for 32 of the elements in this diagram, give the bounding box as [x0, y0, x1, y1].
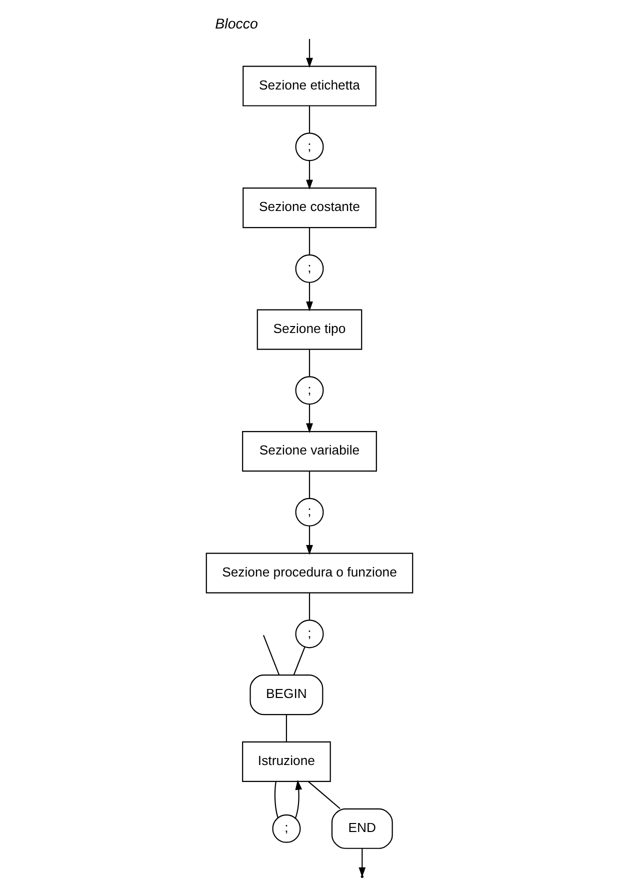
arrow — [306, 282, 313, 312]
connector — [308, 593, 310, 620]
connector — [308, 106, 310, 134]
node-box: Sezione variabile — [242, 431, 377, 472]
connector — [308, 781, 340, 810]
node-circle: ; — [295, 254, 324, 283]
node-box: Sezione tipo — [256, 309, 362, 350]
node-box: Sezione procedura o funzione — [206, 552, 414, 594]
arrow — [295, 780, 302, 818]
arrow — [306, 38, 313, 68]
connector — [293, 646, 306, 676]
arrow — [306, 526, 313, 555]
node-circle: ; — [295, 132, 324, 162]
node-circle: ; — [295, 620, 324, 648]
diagram-title: Blocco — [215, 16, 258, 32]
connector — [286, 714, 288, 742]
node-box: END — [331, 808, 393, 849]
node-box: BEGIN — [250, 674, 324, 716]
connector — [274, 781, 278, 818]
connector — [308, 228, 310, 255]
node-circle: ; — [272, 814, 301, 843]
node-box: Istruzione — [242, 741, 331, 782]
connector — [308, 471, 310, 498]
arrow — [358, 848, 366, 878]
node-box: Sezione etichetta — [242, 66, 376, 106]
connector — [308, 350, 310, 377]
arrow — [306, 404, 313, 434]
node-circle: ; — [295, 498, 324, 526]
node-circle: ; — [295, 376, 324, 405]
node-box: Sezione costante — [242, 187, 376, 228]
arrow — [306, 160, 313, 190]
connector — [262, 635, 280, 676]
